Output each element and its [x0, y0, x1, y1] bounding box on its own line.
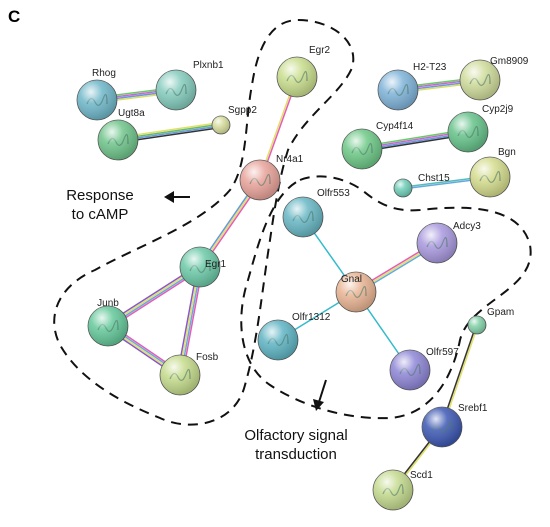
- node-gpam[interactable]: Gpam: [467, 307, 514, 335]
- cluster-label-line: transduction: [255, 446, 337, 463]
- node-highlight: [422, 407, 462, 447]
- node-label: Adcy3: [453, 221, 481, 232]
- node-label: Scd1: [410, 470, 433, 481]
- node-label: Olfr597: [426, 347, 459, 358]
- node-highlight: [180, 247, 220, 287]
- node-gnal[interactable]: Gnal: [335, 271, 377, 313]
- cluster-outline-olfactory: [240, 175, 532, 420]
- node-cyp4f14[interactable]: Cyp4f14: [341, 121, 414, 170]
- cluster-outline-response-to-camp: [53, 18, 355, 426]
- node-label: Rhog: [92, 68, 116, 79]
- node-highlight: [378, 70, 418, 110]
- node-highlight: [88, 306, 128, 346]
- node-adcy3[interactable]: Adcy3: [416, 221, 481, 264]
- node-highlight: [212, 116, 230, 134]
- cluster-label-line: to cAMP: [72, 206, 129, 223]
- node-highlight: [98, 120, 138, 160]
- node-highlight: [77, 80, 117, 120]
- arrow-response-to-camp: [164, 191, 190, 203]
- node-highlight: [277, 57, 317, 97]
- node-highlight: [448, 112, 488, 152]
- node-highlight: [373, 470, 413, 510]
- node-highlight: [342, 129, 382, 169]
- cluster-label-line: Response: [66, 187, 134, 204]
- node-highlight: [417, 223, 457, 263]
- node-highlight: [283, 197, 323, 237]
- node-label: Plxnb1: [193, 60, 224, 71]
- node-cyp2j9[interactable]: Cyp2j9: [447, 104, 514, 153]
- node-label: Cyp2j9: [482, 104, 514, 115]
- node-label: Fosb: [196, 352, 219, 363]
- node-bgn[interactable]: Bgn: [469, 147, 516, 198]
- node-highlight: [460, 60, 500, 100]
- node-olfr553[interactable]: Olfr553: [282, 188, 350, 238]
- panel-label: C: [8, 7, 20, 26]
- node-highlight: [160, 355, 200, 395]
- node-label: Olfr553: [317, 188, 350, 199]
- cluster-label-response-to-camp: Response to cAMP: [66, 187, 134, 223]
- node-h2-t23[interactable]: H2-T23: [377, 62, 447, 111]
- node-olfr1312[interactable]: Olfr1312: [257, 312, 331, 361]
- node-sgpp2[interactable]: Sgpp2: [211, 105, 257, 135]
- node-label: Gpam: [487, 307, 514, 318]
- node-label: Gnal: [341, 274, 362, 285]
- node-label: Bgn: [498, 147, 516, 158]
- node-junb[interactable]: Junb: [87, 298, 129, 347]
- cluster-label-line: Olfactory signal: [244, 427, 347, 444]
- node-srebf1[interactable]: Srebf1: [421, 403, 488, 448]
- node-scd1[interactable]: Scd1: [372, 469, 433, 511]
- node-egr2[interactable]: Egr2: [276, 45, 331, 98]
- node-label: Sgpp2: [228, 105, 257, 116]
- node-label: Cyp4f14: [376, 121, 414, 132]
- node-highlight: [336, 272, 376, 312]
- node-highlight: [240, 160, 280, 200]
- node-label: Egr1: [205, 259, 227, 270]
- node-rhog[interactable]: Rhog: [76, 68, 118, 121]
- node-label: Egr2: [309, 45, 331, 56]
- node-plxnb1[interactable]: Plxnb1: [155, 60, 224, 111]
- node-label: Olfr1312: [292, 312, 331, 323]
- node-highlight: [156, 70, 196, 110]
- node-highlight: [390, 350, 430, 390]
- node-label: H2-T23: [413, 62, 447, 73]
- node-fosb[interactable]: Fosb: [159, 352, 219, 396]
- node-label: Ugt8a: [118, 108, 145, 119]
- node-label: Junb: [97, 298, 119, 309]
- node-chst15[interactable]: Chst15: [393, 173, 450, 198]
- node-label: Chst15: [418, 173, 450, 184]
- node-gm8909[interactable]: Gm8909: [459, 56, 529, 101]
- node-highlight: [470, 157, 510, 197]
- node-highlight: [258, 320, 298, 360]
- node-label: Gm8909: [490, 56, 529, 67]
- node-highlight: [468, 316, 486, 334]
- node-egr1[interactable]: Egr1: [179, 246, 227, 288]
- arrow-olfactory: [313, 379, 327, 411]
- cluster-label-olfactory: Olfactory signal transduction: [244, 427, 347, 463]
- node-label: Nr4a1: [276, 154, 304, 165]
- node-highlight: [394, 179, 412, 197]
- node-nr4a1[interactable]: Nr4a1: [239, 154, 304, 201]
- node-label: Srebf1: [458, 403, 488, 414]
- node-olfr597[interactable]: Olfr597: [389, 347, 459, 391]
- node-ugt8a[interactable]: Ugt8a: [97, 108, 145, 161]
